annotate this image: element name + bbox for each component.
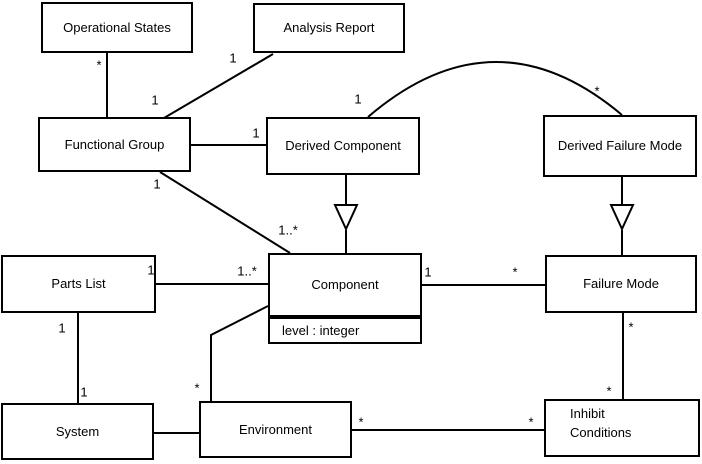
generalization-triangle-failure-mode xyxy=(609,204,635,232)
attribute-label: level : integer xyxy=(282,322,360,338)
class-box-environment: Environment xyxy=(199,401,352,458)
class-box-system: System xyxy=(1,403,154,460)
multiplicity-label: * xyxy=(594,83,600,99)
multiplicity-label: 1 xyxy=(252,125,260,141)
class-label: Functional Group xyxy=(64,136,165,152)
assoc-functional-group-component xyxy=(159,171,291,254)
multiplicity-label: * xyxy=(512,264,518,280)
class-box-operational-states: Operational States xyxy=(41,2,193,53)
multiplicity-label: 1 xyxy=(80,384,88,400)
class-label: Failure Mode xyxy=(583,276,659,291)
multiplicity-label: * xyxy=(194,380,200,396)
multiplicity-label: * xyxy=(606,383,612,399)
assoc-derived-component-derived-failure-mode-arc xyxy=(367,61,623,118)
class-label: Derived Component xyxy=(285,138,401,153)
multiplicity-label: 1..* xyxy=(237,263,257,279)
class-box-derived-component: Derived Component xyxy=(266,117,420,175)
class-label: Component xyxy=(311,277,379,292)
assoc-environment-component xyxy=(210,305,269,401)
multiplicity-label: 1 xyxy=(424,264,432,280)
multiplicity-label: 1 xyxy=(229,50,237,66)
class-box-component: Component xyxy=(268,253,422,317)
class-label: Parts List xyxy=(51,276,106,291)
multiplicity-label: 1 xyxy=(147,262,155,278)
class-label: Analysis Report xyxy=(283,20,375,35)
class-label: Inhibit Conditions xyxy=(570,406,632,440)
class-box-parts-list: Parts List xyxy=(1,255,156,313)
multiplicity-label: * xyxy=(528,414,534,430)
class-box-inhibit-conditions: Inhibit Conditions xyxy=(544,399,700,457)
multiplicity-label: 1 xyxy=(58,320,66,336)
generalization-triangle-component xyxy=(333,204,359,232)
class-label: System xyxy=(55,423,100,439)
multiplicity-label: * xyxy=(358,414,364,430)
class-box-component-attributes: level : integer xyxy=(268,317,422,344)
multiplicity-label: 1 xyxy=(354,91,362,107)
multiplicity-label: 1 xyxy=(151,92,159,108)
multiplicity-label: * xyxy=(628,319,634,335)
assoc-functional-group-analysis-report xyxy=(163,53,274,119)
multiplicity-label: 1 xyxy=(153,176,161,192)
class-box-functional-group: Functional Group xyxy=(38,117,191,172)
class-box-analysis-report: Analysis Report xyxy=(253,3,405,53)
class-box-failure-mode: Failure Mode xyxy=(545,255,697,313)
class-label: Operational States xyxy=(63,19,171,35)
multiplicity-label: 1..* xyxy=(278,222,298,238)
class-label: Derived Failure Mode xyxy=(557,138,683,153)
class-label: Environment xyxy=(239,421,312,437)
class-box-derived-failure-mode: Derived Failure Mode xyxy=(543,115,697,177)
multiplicity-label: * xyxy=(96,57,102,73)
